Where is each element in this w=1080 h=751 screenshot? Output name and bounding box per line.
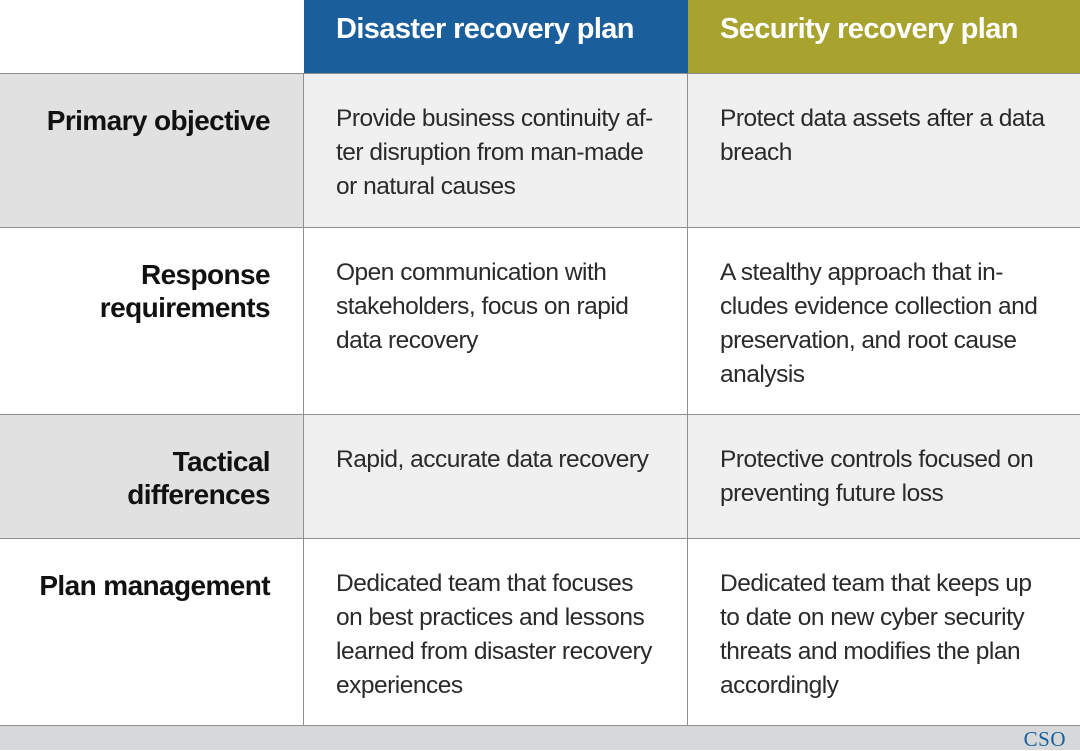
table-row-primary-objective: Primary objective Provide business conti… [0, 73, 1080, 227]
table-row-tactical-differences: Tactical differences Rapid, accurate dat… [0, 414, 1080, 538]
row-label: Tactical differences [0, 415, 304, 538]
table-footer: CSO [0, 725, 1080, 750]
security-recovery-cell: Protect data assets after a data breach [720, 105, 1045, 166]
table-row-response-requirements: Response requirements Open communication… [0, 227, 1080, 414]
row-label: Primary objective [0, 74, 304, 227]
table-header-row: Disaster recovery plan Security recovery… [0, 0, 1080, 73]
security-recovery-cell: A stealthy approach that in-cludes evide… [720, 259, 1038, 388]
table-row-plan-management: Plan management Dedicated team that focu… [0, 538, 1080, 725]
security-recovery-cell: Dedicated team that keeps up to date on … [720, 570, 1032, 699]
column-header-disaster-recovery: Disaster recovery plan [304, 0, 688, 73]
disaster-recovery-cell: Open communication with stakeholders, fo… [304, 228, 688, 414]
disaster-recovery-cell: Dedicated team that focuses on best prac… [304, 539, 688, 725]
disaster-recovery-cell: Provide business continuity af-ter disru… [304, 74, 688, 227]
row-label: Response requirements [0, 228, 304, 414]
column-header-security-recovery: Security recovery plan [688, 0, 1080, 73]
security-recovery-cell: Protective controls focused on preventin… [720, 446, 1034, 507]
disaster-recovery-cell: Rapid, accurate data recovery [304, 415, 688, 538]
cso-logo: CSO [1023, 727, 1066, 751]
row-label: Plan management [0, 539, 304, 725]
